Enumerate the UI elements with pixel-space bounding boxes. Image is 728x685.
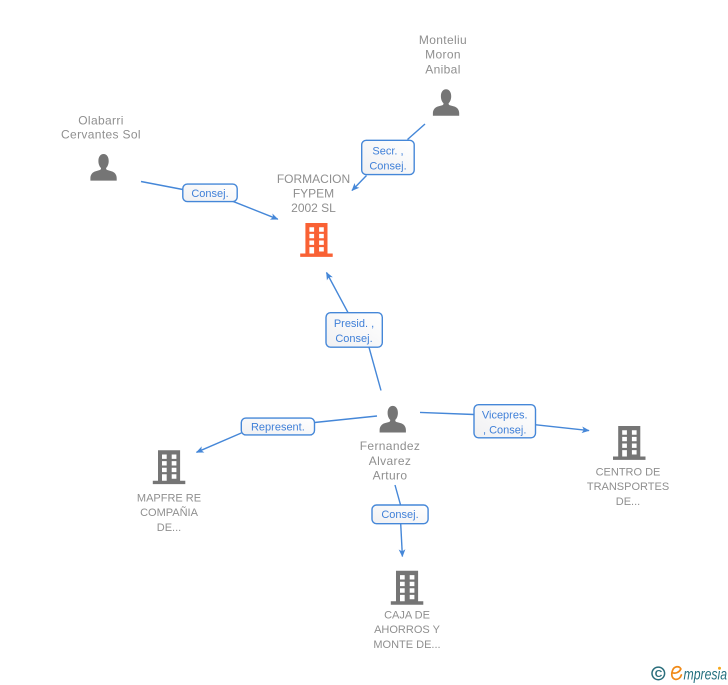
svg-text:Consej.: Consej.: [191, 188, 228, 200]
svg-text:DE...: DE...: [616, 496, 640, 508]
svg-text:CAJA DE: CAJA DE: [384, 610, 430, 622]
svg-text:Presid. ,: Presid. ,: [334, 318, 374, 330]
svg-text:Arturo: Arturo: [373, 468, 408, 482]
svg-text:AHORROS Y: AHORROS Y: [374, 624, 440, 636]
svg-text:TRANSPORTES: TRANSPORTES: [587, 481, 669, 493]
svg-text:Consej.: Consej.: [335, 333, 372, 345]
svg-text:CENTRO DE: CENTRO DE: [596, 467, 661, 479]
svg-text:Represent.: Represent.: [251, 422, 305, 434]
svg-text:Olabarri: Olabarri: [78, 114, 123, 128]
svg-text:FYPEM: FYPEM: [293, 187, 334, 201]
svg-text:Consej.: Consej.: [369, 161, 406, 173]
svg-text:FORMACION: FORMACION: [277, 172, 350, 186]
svg-text:Moron: Moron: [425, 48, 461, 62]
svg-text:mpresia: mpresia: [684, 667, 728, 684]
svg-text:Secr. ,: Secr. ,: [372, 146, 403, 158]
svg-text:MAPFRE RE: MAPFRE RE: [137, 493, 201, 505]
svg-text:DE...: DE...: [157, 522, 181, 534]
svg-text:Consej.: Consej.: [381, 509, 418, 521]
svg-text:C: C: [655, 668, 663, 680]
svg-text:Anibal: Anibal: [425, 62, 460, 76]
svg-text:Fernandez: Fernandez: [360, 439, 421, 453]
svg-text:Vicepres.: Vicepres.: [482, 410, 528, 422]
svg-text:COMPAÑIA: COMPAÑIA: [140, 506, 199, 519]
svg-text:Cervantes Sol: Cervantes Sol: [61, 128, 141, 142]
svg-text:2002 SL: 2002 SL: [291, 201, 336, 215]
svg-text:, Consej.: , Consej.: [483, 425, 526, 437]
svg-text:Monteliu: Monteliu: [419, 33, 467, 47]
svg-text:MONTE DE...: MONTE DE...: [373, 639, 440, 651]
svg-text:Alvarez: Alvarez: [369, 454, 411, 468]
